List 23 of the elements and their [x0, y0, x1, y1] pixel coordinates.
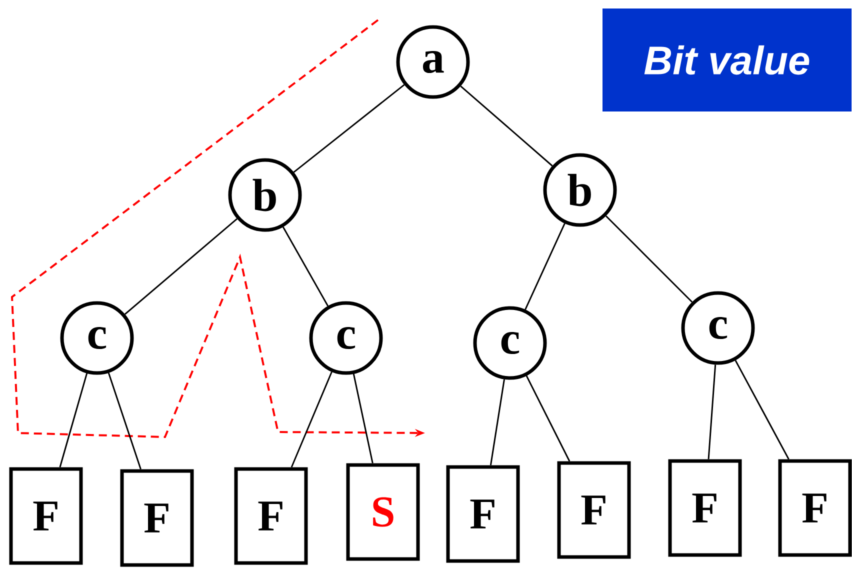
- leaf-box: F: [234, 467, 308, 565]
- tree-edge: [524, 223, 566, 310]
- leaf-box: F: [668, 459, 742, 557]
- tree-edge: [708, 364, 716, 460]
- tree-edge: [59, 373, 88, 468]
- leaf-box: F: [9, 467, 83, 565]
- tree-edge: [490, 379, 506, 466]
- tree-edge: [734, 360, 790, 460]
- leaf-box: F: [778, 459, 852, 557]
- tree-edge: [352, 374, 374, 464]
- leaf-box: F: [557, 461, 631, 559]
- tree-edge: [460, 86, 553, 166]
- tree-edge: [526, 376, 570, 462]
- leaf-box: S: [346, 463, 420, 561]
- tree-edge: [290, 372, 332, 468]
- leaf-box: F: [446, 465, 520, 563]
- tree-edge: [108, 372, 142, 470]
- tree-edge: [605, 215, 693, 303]
- tree-edge: [293, 84, 405, 173]
- tree-edge: [282, 226, 329, 306]
- leaf-box: F: [120, 469, 194, 567]
- title-banner: Bit value: [602, 8, 852, 112]
- tree-edge: [124, 218, 238, 315]
